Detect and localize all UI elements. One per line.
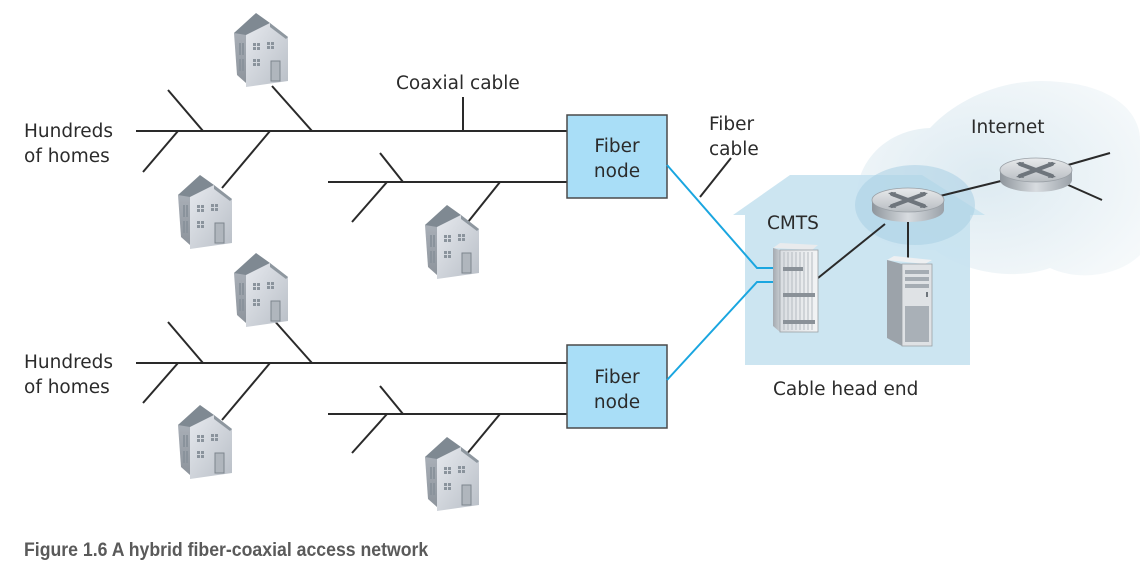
top-coax-network — [136, 85, 567, 223]
cable-head-end-label: Cable head end — [773, 379, 918, 400]
fiber-node-bottom — [566, 344, 668, 429]
internet-link-1 — [1067, 152, 1111, 166]
fiber-cable-bottom — [666, 281, 778, 381]
coaxial-cable-label: Coaxial cable — [396, 73, 520, 94]
fiber-cable-leader — [699, 157, 732, 198]
cmts-rack-icon — [773, 243, 819, 333]
router-icon — [998, 156, 1074, 194]
homes-label-top-line1: Hundreds — [24, 121, 113, 142]
fiber-cable-top — [666, 164, 778, 269]
server-icon — [887, 256, 933, 347]
router-router-link — [939, 179, 1006, 197]
homes-label-bottom-line1: Hundreds — [24, 352, 113, 373]
house-icon — [233, 12, 289, 88]
internet-link-2 — [1065, 183, 1103, 201]
cmts-router-link — [817, 223, 886, 279]
house-icon — [424, 204, 480, 280]
fiber-node-top-label-line2: node — [594, 161, 640, 182]
fiber-cable-label-line1: Fiber — [709, 114, 755, 135]
fiber-node-top-label-line1: Fiber — [594, 136, 640, 157]
homes-label-bottom-line2: of homes — [24, 377, 110, 398]
fiber-node-bottom-label-line2: node — [594, 392, 640, 413]
house-icon — [177, 404, 233, 480]
router-icon — [870, 186, 946, 224]
fiber-node-bottom-label-line1: Fiber — [594, 367, 640, 388]
internet-label: Internet — [971, 117, 1044, 138]
homes-label-top-line2: of homes — [24, 146, 110, 167]
fiber-cable-label-line2: cable — [709, 139, 759, 160]
figure-caption: Figure 1.6 A hybrid fiber-coaxial access… — [24, 540, 429, 561]
fiber-node-top — [566, 114, 668, 199]
house-icon — [233, 252, 289, 328]
cmts-label: CMTS — [767, 213, 819, 234]
bottom-coax-network — [136, 317, 567, 456]
